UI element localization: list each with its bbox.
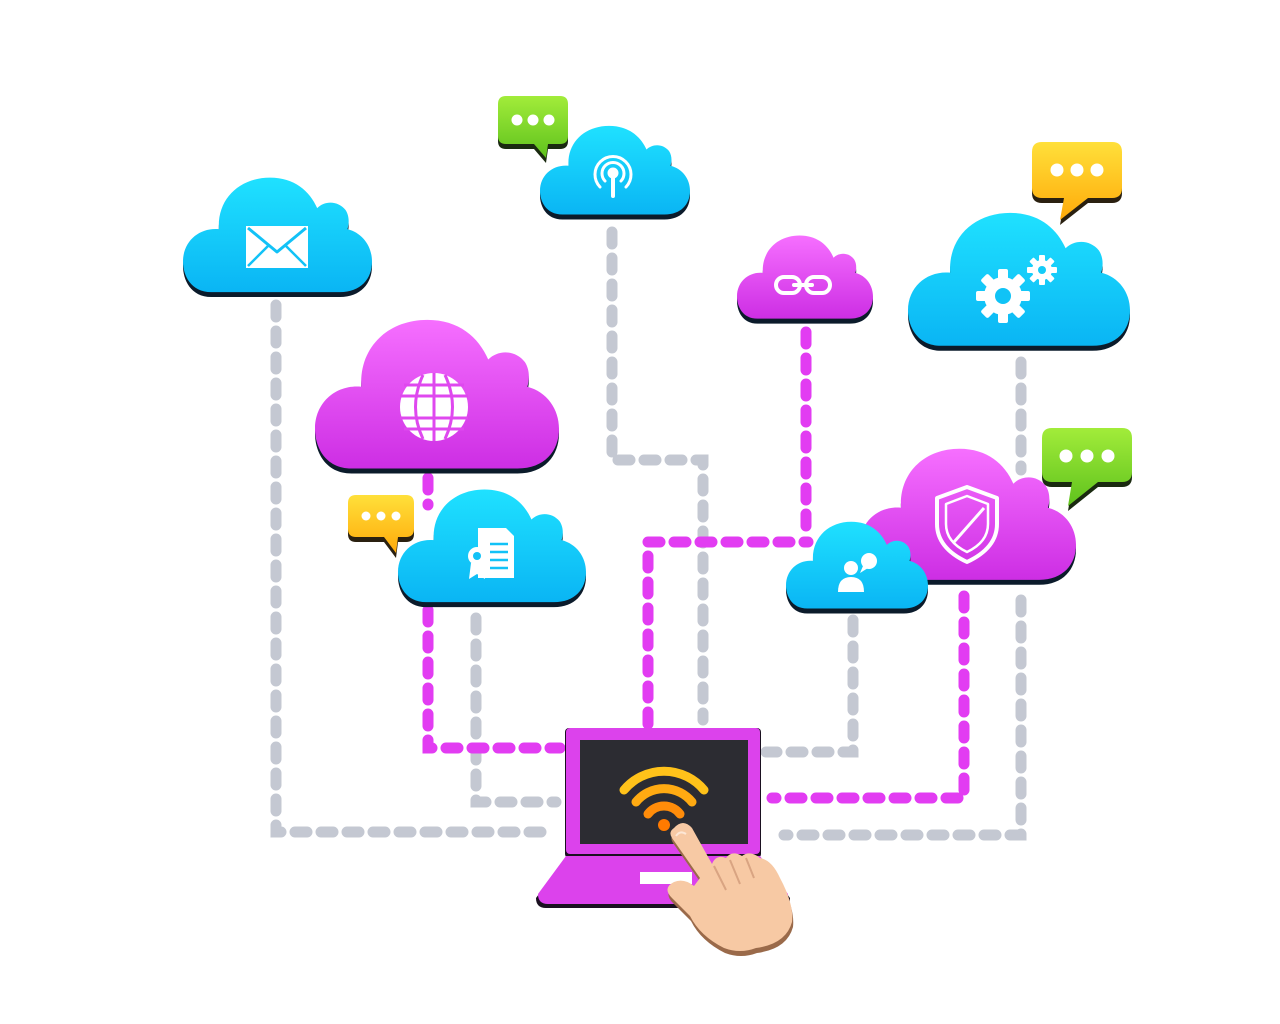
- chain-link-icon: [774, 275, 832, 295]
- link-security-laptop: [766, 590, 970, 804]
- link-mail-laptop: [270, 299, 554, 838]
- link-web-laptop-lower: [422, 604, 566, 754]
- bubble-broadcast: [498, 96, 568, 163]
- link-chatuser-laptop: [760, 614, 859, 758]
- pink-links: [422, 326, 970, 804]
- wifi-icon: [619, 766, 709, 831]
- web-cloud: [315, 319, 559, 474]
- security-cloud: [860, 448, 1076, 585]
- settings-cloud: [908, 212, 1130, 351]
- link-hub-laptop: [642, 536, 814, 730]
- pointing-hand-icon: [667, 823, 794, 956]
- link-broadcast-laptop: [606, 226, 709, 726]
- ellipsis-icon: [1059, 449, 1115, 463]
- ellipsis-icon: [511, 114, 555, 126]
- bubble-security: [1042, 428, 1132, 511]
- envelope-icon: [246, 226, 308, 268]
- gears-icon: [976, 255, 1057, 323]
- bubble-settings: [1032, 142, 1122, 225]
- link-settings-laptop-lower: [778, 594, 1027, 841]
- link-cloud: [737, 235, 873, 324]
- ellipsis-icon: [361, 511, 401, 521]
- gray-links: [270, 226, 1027, 841]
- globe-icon: [400, 373, 468, 441]
- antenna-icon: [593, 155, 633, 198]
- ellipsis-icon: [1050, 163, 1104, 177]
- shield-icon: [935, 485, 999, 564]
- document-cloud: [398, 489, 586, 608]
- chat-user-cloud: [786, 521, 928, 614]
- link-document-laptop: [470, 612, 562, 808]
- certificate-document-icon: [468, 528, 514, 579]
- mail-cloud: [183, 177, 372, 298]
- bubble-document: [348, 495, 414, 558]
- broadcast-cloud: [540, 125, 690, 220]
- user-chat-icon: [838, 553, 877, 592]
